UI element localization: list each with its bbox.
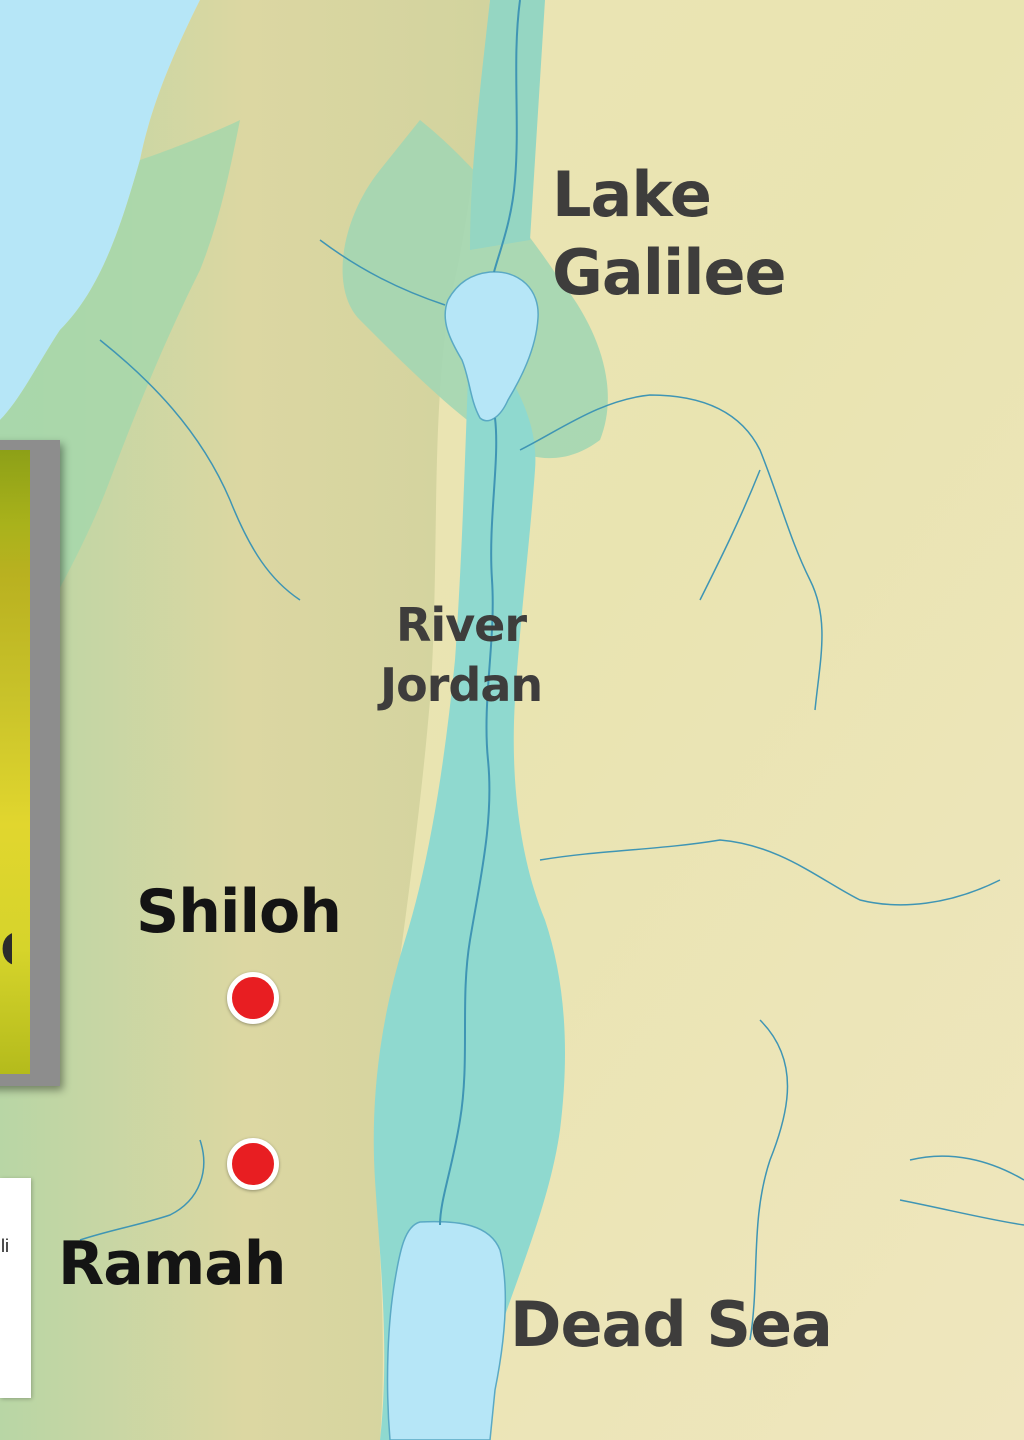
dead-sea xyxy=(386,1220,507,1440)
label-ramah: Ramah xyxy=(58,1229,286,1299)
tributary xyxy=(909,1155,1024,1181)
inset-illustration-frame[interactable]: e xyxy=(0,440,60,1086)
label-river-jordan-line2: Jordan xyxy=(380,658,543,712)
coastal-plain xyxy=(0,120,240,700)
upper-jordan-river xyxy=(493,0,521,273)
label-shiloh: Shiloh xyxy=(136,877,342,947)
tributary xyxy=(99,339,301,601)
tributary xyxy=(79,1139,205,1241)
marker-shiloh[interactable] xyxy=(227,972,279,1024)
jordan-river xyxy=(439,417,498,1226)
label-lake-galilee-line2: Galilee xyxy=(552,236,787,309)
caption-box: li xyxy=(0,1178,31,1398)
jordan-valley xyxy=(373,320,565,1440)
tributary xyxy=(519,394,823,711)
caption-partial-text: li xyxy=(1,1236,9,1256)
label-river-jordan-line1: River xyxy=(396,598,527,652)
tributary xyxy=(539,839,1001,906)
inset-partial-letter: e xyxy=(0,910,12,980)
tributary xyxy=(899,1199,1024,1226)
marker-ramah[interactable] xyxy=(227,1138,279,1190)
lake-galilee xyxy=(444,271,539,422)
tributary xyxy=(749,1019,789,1341)
label-lake-galilee-line1: Lake xyxy=(552,158,712,231)
label-dead-sea: Dead Sea xyxy=(510,1288,833,1361)
inset-illustration: e xyxy=(0,450,30,1074)
mediterranean-sea xyxy=(0,0,200,420)
tributary xyxy=(699,469,761,601)
upper-jordan-valley xyxy=(470,0,545,250)
tributary xyxy=(319,239,446,306)
